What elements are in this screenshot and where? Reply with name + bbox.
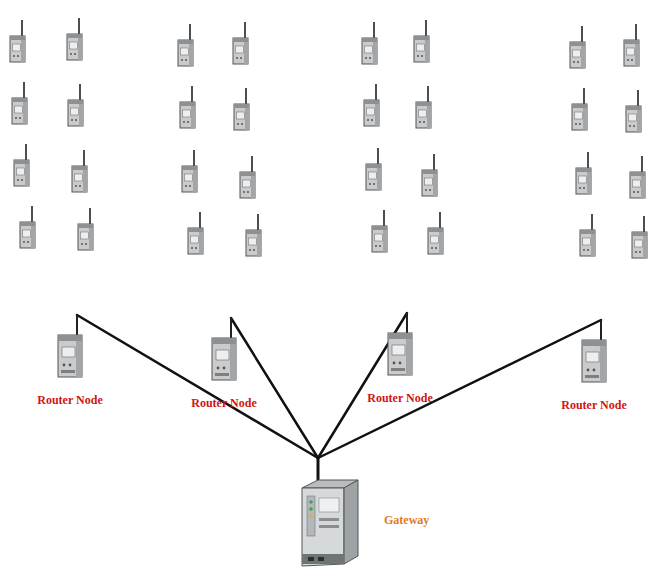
sensor-icon (364, 84, 379, 126)
router-label: Router Node (561, 398, 626, 412)
sensor-icon (626, 90, 641, 132)
gateway-icon (288, 458, 368, 568)
sensor-icon (428, 212, 443, 254)
sensor-icon (414, 20, 429, 62)
sensor-icon (570, 26, 585, 68)
router-icon (579, 320, 609, 384)
router-label: Router Node (367, 391, 432, 405)
sensor-icon (632, 216, 647, 258)
sensor-icon (10, 20, 25, 62)
sensor-cluster (570, 24, 647, 258)
sensor-icon (572, 88, 587, 130)
sensor-icon (416, 86, 431, 128)
router-icon (209, 318, 239, 382)
sensor-icon (68, 84, 83, 126)
sensor-icon (182, 150, 197, 192)
gateway-label: Gateway (384, 513, 429, 527)
sensor-icon (78, 208, 93, 250)
sensor-icon (12, 82, 27, 124)
router-node: Router Node (561, 320, 626, 412)
sensor-cluster (362, 20, 443, 254)
router-label: Router Node (191, 396, 256, 410)
sensor-icon (20, 206, 35, 248)
sensor-icon (67, 18, 82, 60)
router-icon (385, 313, 415, 377)
sensor-icon (246, 214, 261, 256)
router-node: Router Node (37, 315, 102, 407)
sensor-icon (362, 22, 377, 64)
gateway-node: Gateway (288, 458, 429, 568)
router-node: Router Node (191, 318, 256, 410)
link-line (231, 318, 318, 458)
router-node: Router Node (367, 313, 432, 405)
sensor-icon (630, 156, 645, 198)
router-icon (55, 315, 85, 379)
link-line (318, 320, 601, 458)
sensor-icon (234, 88, 249, 130)
router-label: Router Node (37, 393, 102, 407)
sensor-icon (576, 152, 591, 194)
sensor-icon (580, 214, 595, 256)
sensor-icon (14, 144, 29, 186)
sensor-icon (178, 24, 193, 66)
sensor-icon (72, 150, 87, 192)
sensor-icon (624, 24, 639, 66)
link-line (77, 315, 318, 458)
sensor-icon (233, 22, 248, 64)
sensor-icon (240, 156, 255, 198)
sensor-icon (422, 154, 437, 196)
sensor-cluster (10, 18, 93, 250)
sensor-icon (366, 148, 381, 190)
sensor-icon (188, 212, 203, 254)
sensor-icon (180, 86, 195, 128)
sensor-cluster (178, 22, 261, 256)
sensor-icon (372, 210, 387, 252)
